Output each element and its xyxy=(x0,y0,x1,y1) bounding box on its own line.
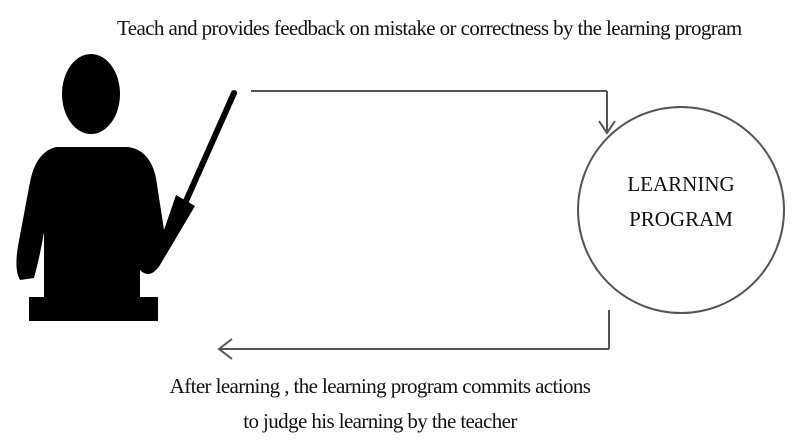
teacher-with-pointer-icon xyxy=(16,54,237,321)
top-arrow xyxy=(251,90,616,135)
learning-program-label-line-1: LEARNING xyxy=(627,172,735,196)
teacher-torso xyxy=(16,147,196,298)
bottom-caption-line-2: to judge his learning by the teacher xyxy=(243,409,517,433)
learning-program-label-line-2: PROGRAM xyxy=(629,207,733,231)
teacher-head xyxy=(62,54,120,134)
learning-program-node xyxy=(577,106,785,314)
teacher-pointer xyxy=(183,90,237,204)
top-caption: Teach and provides feedback on mistake o… xyxy=(117,16,742,40)
teacher-desk xyxy=(29,297,158,321)
bottom-arrow xyxy=(217,310,610,360)
bottom-caption-line-1: After learning , the learning program co… xyxy=(169,374,591,398)
